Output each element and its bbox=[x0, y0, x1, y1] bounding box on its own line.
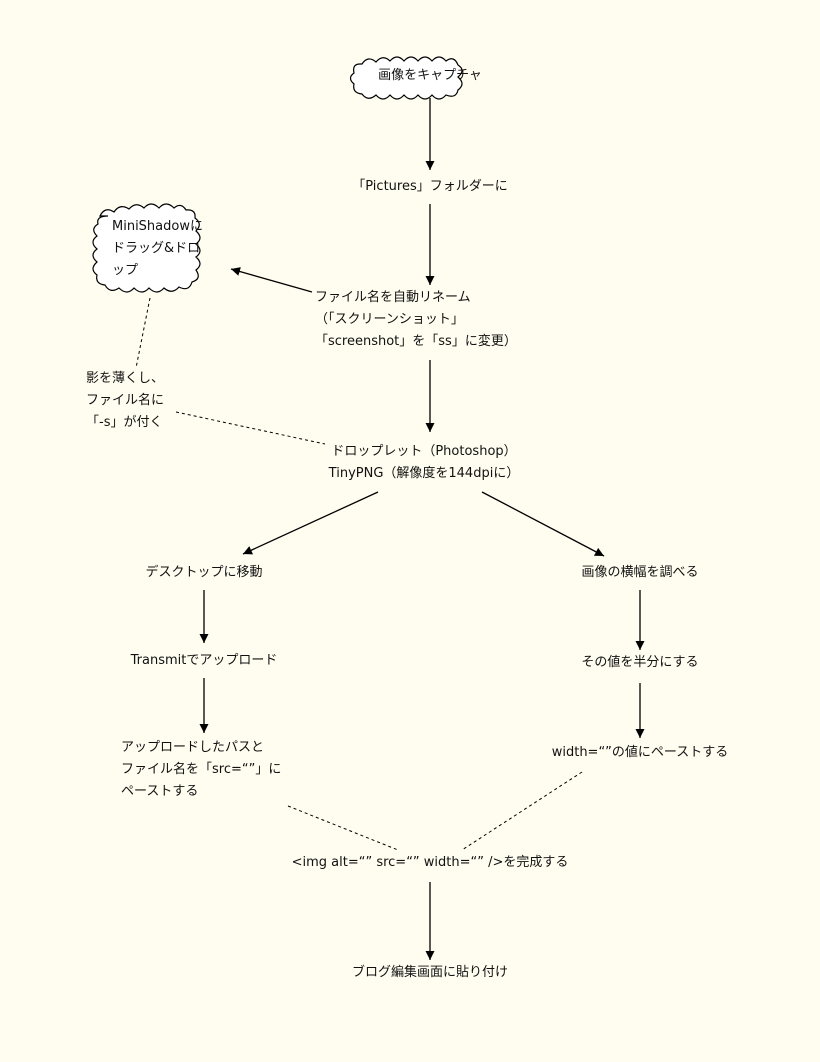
note-shadow-line-1: 影を薄くし、 bbox=[86, 371, 165, 386]
note-shadow: 影を薄くし、 ファイル名に 「-s」が付く bbox=[86, 368, 164, 434]
arrow-droplet-to-desktop bbox=[242, 491, 379, 555]
node-half: その値を半分にする bbox=[581, 652, 698, 674]
node-paste-path-line-2: ファイル名を「src=“”」に bbox=[121, 762, 282, 777]
node-complete: <img alt=“” src=“” width=“” />を完成する bbox=[292, 852, 569, 874]
arrow-droplet-to-width bbox=[481, 491, 605, 557]
node-check-width: 画像の横幅を調べる bbox=[581, 562, 698, 584]
node-minishadow-line-2: ドラッグ&ドロ bbox=[112, 241, 201, 256]
node-rename-line-2: （「スクリーンショット」 bbox=[315, 312, 464, 327]
node-paste-path-line-3: ペーストする bbox=[121, 784, 199, 799]
node-half-text: その値を半分にする bbox=[581, 655, 699, 670]
dashed-note-to-droplet bbox=[175, 411, 326, 445]
node-paste-width-text: width=“”の値にペーストする bbox=[551, 745, 729, 760]
node-complete-text: <img alt=“” src=“” width=“” />を完成する bbox=[291, 855, 569, 870]
node-pictures-text: 「Pictures」フォルダーに bbox=[352, 179, 508, 194]
note-shadow-line-2: ファイル名に bbox=[86, 393, 165, 408]
node-paste-path: アップロードしたパスと ファイル名を「src=“”」に ペーストする bbox=[121, 737, 281, 803]
cloud-capture-shape bbox=[349, 56, 463, 100]
node-blog-text: ブログ編集画面に貼り付け bbox=[351, 965, 509, 980]
node-transmit: Transmitでアップロード bbox=[131, 650, 278, 672]
arrow-rename-to-minishadow bbox=[230, 267, 313, 293]
dashed-paste-path-to-complete bbox=[287, 805, 399, 851]
node-droplet-line-2: TinyPNG（解像度を144dpiに） bbox=[328, 466, 520, 481]
node-capture-text: 画像をキャプチャ bbox=[378, 68, 482, 83]
node-droplet-line-1: ドロップレット（Photoshop） bbox=[331, 444, 517, 459]
node-minishadow: MiniShadowに ドラッグ&ドロ ップ bbox=[112, 216, 203, 282]
node-desktop: デスクトップに移動 bbox=[145, 562, 262, 584]
node-paste-path-line-1: アップロードしたパスと bbox=[121, 740, 265, 755]
node-pictures: 「Pictures」フォルダーに bbox=[352, 176, 507, 198]
dashed-minishadow-to-note bbox=[135, 297, 151, 369]
node-rename-line-1: ファイル名を自動リネーム bbox=[315, 290, 471, 305]
node-droplet: ドロップレット（Photoshop） TinyPNG（解像度を144dpiに） bbox=[329, 441, 520, 485]
node-paste-width: width=“”の値にペーストする bbox=[552, 742, 729, 764]
node-capture: 画像をキャプチャ bbox=[378, 65, 482, 87]
node-minishadow-line-3: ップ bbox=[112, 263, 139, 278]
node-transmit-text: Transmitでアップロード bbox=[130, 653, 278, 668]
node-rename-line-3: 「screenshot」を「ss」に変更） bbox=[315, 334, 517, 349]
node-rename: ファイル名を自動リネーム （「スクリーンショット」 「screenshot」を「… bbox=[315, 287, 517, 353]
node-minishadow-line-1: MiniShadowに bbox=[112, 219, 203, 234]
cloud-minishadow-shape bbox=[92, 203, 201, 293]
node-blog: ブログ編集画面に貼り付け bbox=[352, 962, 508, 984]
node-desktop-text: デスクトップに移動 bbox=[145, 565, 263, 580]
node-check-width-text: 画像の横幅を調べる bbox=[581, 565, 699, 580]
dashed-paste-width-to-complete bbox=[461, 771, 583, 851]
note-shadow-line-3: 「-s」が付く bbox=[86, 415, 163, 430]
